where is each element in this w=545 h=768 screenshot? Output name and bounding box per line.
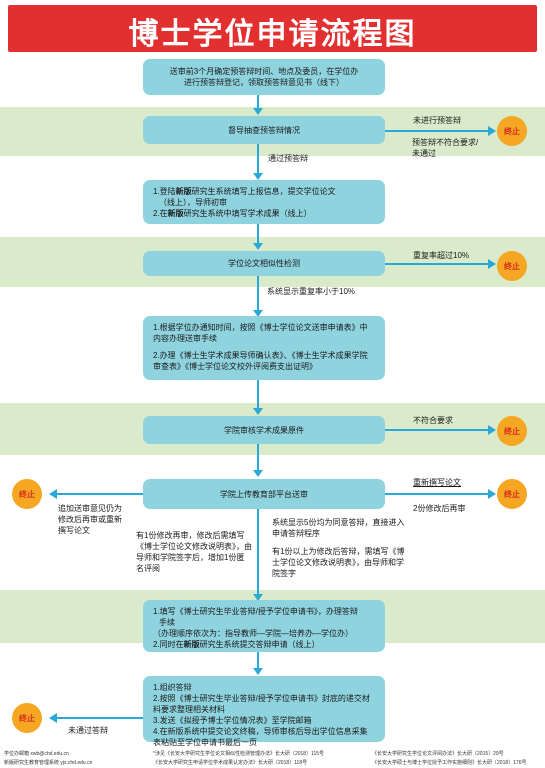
connector-line (257, 652, 259, 670)
arrow-right-icon (488, 126, 496, 136)
connector-line (257, 444, 259, 472)
footer-ref-3: 《长安大学研究生学位论文评阅办法》长大研〔2015〕29号 (372, 751, 504, 757)
step-defense-item-4: 4.在新版系统中提交论文终稿，导师审核后导出学位信息采集表粘贴至学位申请书最后一… (153, 727, 368, 747)
step-submit-line3: 2.在新版研究生系统中填写学术成果（线上） (153, 209, 312, 218)
step-inspection-text: 督导抽查预答辩情况 (228, 125, 300, 135)
step-defense-item-1: 1.组织答辩 (153, 683, 192, 692)
step-defense: 1.组织答辩 2.按照《博士研究生毕业答辩/授予学位申请书》封底的递交材料要求整… (143, 676, 385, 747)
step-registration-line1: 送审前3个月确定预答辩时间、地点及委员，在学位办 (169, 67, 359, 76)
arrow-right-icon (488, 425, 496, 435)
arrow-right-icon (488, 489, 496, 499)
footer-contact-system: 新版研究生教育管理系统 yjs.chd.edu.cn (4, 760, 93, 766)
label-predefense-fail-2: 未通过 (412, 149, 436, 158)
label-one-plus-revise: 有1份以上为修改后答辩，需填写《博士学位论文修改说明表》，由导师和学院签字 (272, 547, 405, 578)
step-defense-line3: （办理顺序依次为：指导教师—学院—培养办—学位办） (153, 629, 353, 638)
step-submit-thesis: 1.登陆新版研究生系统填写上报信息，提交学位论文 （线上），导师初审 2.在新版… (143, 180, 385, 224)
arrow-down-icon (253, 594, 263, 601)
end-node: 终止 (12, 479, 42, 509)
arrow-down-icon (253, 668, 263, 675)
step-upload-text: 学院上传教育部平台送审 (220, 489, 308, 499)
arrow-down-icon (253, 310, 263, 317)
connector-line (257, 380, 259, 410)
arrow-down-icon (253, 243, 263, 250)
connector-line (385, 429, 489, 431)
label-two-fail: 2份修改后再审 (413, 504, 466, 513)
step-college-check-text: 学院审核学术成果原件 (224, 425, 304, 435)
label-dup-over: 重复率超过10% (413, 251, 470, 260)
connector-line (257, 95, 259, 109)
step-similarity-text: 学位论文相似性检测 (228, 259, 300, 268)
label-predefense-fail-1: 预答辩不符合要求/ (412, 138, 479, 147)
end-node: 终止 (497, 251, 527, 281)
step-defense-line1: 1.填写《博士研究生毕业答辩/授予学位申请书》，办理答辩 (153, 607, 358, 616)
footer-ref-2: 《长安大学研究生申请学位学术成果认定办法》长大研〔2018〕118号 (153, 760, 308, 766)
step-defense-application: 1.填写《博士研究生毕业答辩/授予学位申请书》，办理答辩 手续 （办理顺序依次为… (143, 600, 385, 652)
step-defense-line2: 手续 (159, 618, 175, 627)
step-inspection: 督导抽查预答辩情况 (143, 116, 385, 144)
label-predefense-pass: 通过预答辩 (268, 154, 308, 163)
connector-line (56, 493, 143, 495)
label-left-note-3: 撰写论文 (58, 526, 90, 535)
connector-line (257, 276, 259, 312)
label-not-qualified: 不符合要求 (413, 416, 453, 425)
end-node: 终止 (497, 416, 527, 446)
label-one-revise: 有1份修改再审，修改后需填写《博士学位论文修改说明表》，由导师和学院签字后，增加… (136, 531, 252, 573)
end-node: 终止 (497, 479, 527, 509)
label-five-pass: 系统显示5份均为同意答辩，直接进入申请答辩程序 (272, 518, 405, 538)
connector-line (56, 717, 143, 719)
arrow-down-icon (253, 173, 263, 180)
step-registration-line2: 进行预答辩登记，领取预答辩意见书（线下） (183, 78, 344, 87)
step-review-p2: 2.办理《博士生学术成果导师确认表》、《博士生学术成果学院审查表》《博士学位论文… (153, 351, 368, 371)
arrow-right-icon (488, 259, 496, 269)
connector-line (257, 144, 259, 175)
connector-line (257, 509, 259, 596)
arrow-down-icon (253, 408, 263, 415)
label-dup-under: 系统显示重复率小于10% (267, 287, 356, 296)
step-submit-line1: 1.登陆新版研究生系统填写上报信息，提交学位论文 (153, 187, 336, 196)
footer-ref-1: *涉见《长安大学研究生学位论文相似性检测管理办法》长大研〔2018〕115号 (153, 751, 325, 757)
end-node: 终止 (497, 116, 527, 146)
arrow-down-icon (253, 108, 263, 115)
step-submit-line2: （线上），导师初审 (159, 198, 227, 207)
connector-line (385, 493, 489, 495)
step-defense-line4: 2.同时在新版研究生系统提交答辩申请（线上） (153, 640, 320, 649)
connector-line (257, 224, 259, 246)
step-defense-item-3: 3.发送《拟授予博士学位情况表》至学院邮箱 (153, 716, 312, 725)
connector-line (385, 263, 489, 265)
connector-line (385, 130, 489, 132)
label-defense-fail: 未通过答辩 (68, 726, 108, 735)
step-registration: 送审前3个月确定预答辩时间、地点及委员，在学位办 进行预答辩登记，领取预答辩意见… (143, 59, 385, 95)
footer-contact-email: 学位办邮箱 xwb@chd.edu.cn (4, 751, 69, 757)
label-left-note-2: 修改后再审或重新 (58, 515, 122, 524)
label-resubmit: 重新撰写论文 (413, 478, 461, 487)
step-defense-item-2: 2.按照《博士研究生毕业答辩/授予学位申请书》封底的递交材料要求整理相关材料 (153, 694, 370, 714)
step-similarity-check: 学位论文相似性检测 (143, 251, 385, 276)
arrow-left-icon (49, 489, 57, 499)
arrow-left-icon (49, 713, 57, 723)
label-no-predefense: 未进行预答辩 (413, 116, 461, 125)
page-title: 博士学位申请流程图 (128, 17, 417, 52)
step-college-check: 学院审核学术成果原件 (143, 416, 385, 444)
arrow-down-icon (253, 470, 263, 477)
label-left-note-1: 追加送审意见仍为 (58, 504, 122, 513)
footer-ref-4: 《长安大学硕士与博士学位授予工作实施细则》长大研〔2018〕176号 (372, 760, 527, 766)
title-bar: 博士学位申请流程图 (8, 5, 537, 52)
step-review-procedure: 1.根据学位办通知时间，按照《博士学位论文送审申请表》中内容办理送审手续 2.办… (143, 316, 385, 380)
end-node: 终止 (12, 703, 42, 733)
step-review-p1: 1.根据学位办通知时间，按照《博士学位论文送审申请表》中内容办理送审手续 (153, 323, 368, 343)
step-upload-platform: 学院上传教育部平台送审 (143, 479, 385, 509)
